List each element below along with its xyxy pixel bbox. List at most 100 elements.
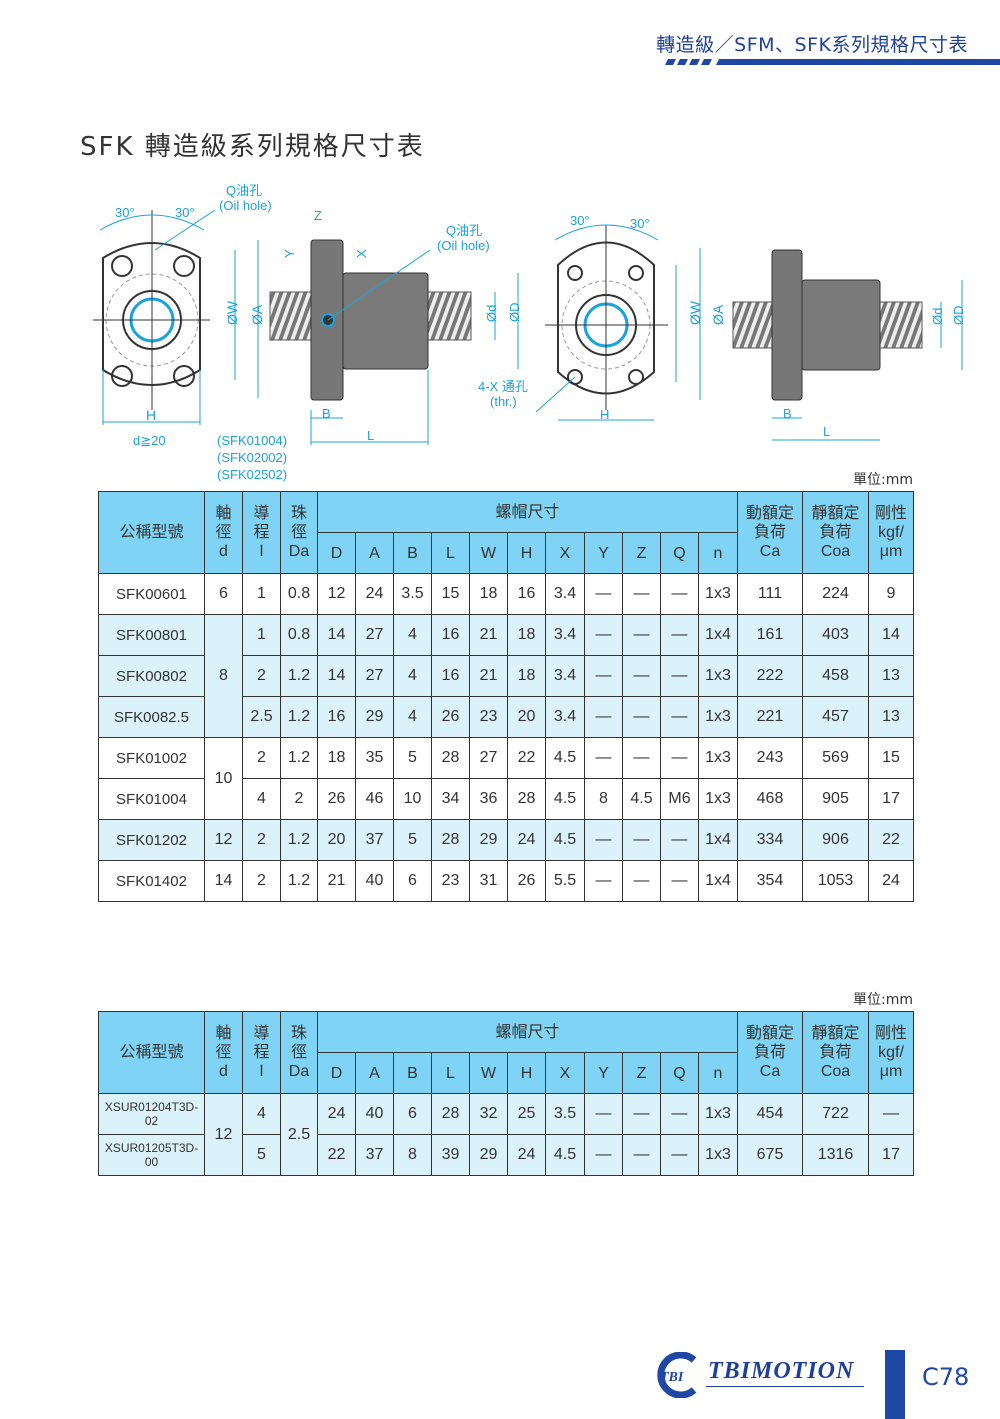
value-cell: 4.5 — [622, 778, 661, 820]
col-header-rigidity-line: kgf/ — [878, 524, 904, 541]
value-cell: 24 — [507, 819, 546, 861]
value-cell: 675 — [737, 1134, 803, 1176]
value-cell: 569 — [802, 737, 869, 779]
value-cell: 20 — [507, 696, 546, 738]
value-cell: — — [622, 819, 661, 861]
col-header-D: D — [317, 1052, 356, 1094]
col-header-ball-dia-line: 徑 — [290, 524, 307, 541]
col-header-shaft-d-line: 徑 — [215, 524, 232, 541]
col-header-Q: Q — [660, 1052, 699, 1094]
dim-X: X — [354, 249, 369, 258]
value-cell: — — [660, 819, 699, 861]
value-cell: 1x3 — [698, 696, 738, 738]
value-cell: 2 — [242, 655, 281, 697]
col-header-shaft-d-line: d — [219, 543, 228, 560]
value-cell: 1.2 — [280, 737, 318, 779]
value-cell: 1.2 — [280, 819, 318, 861]
value-cell: 27 — [469, 737, 508, 779]
value-cell: 6 — [393, 1093, 432, 1135]
lead-cell: 4 — [242, 1093, 281, 1135]
unit-label: 單位:mm — [853, 992, 913, 1008]
value-cell: 3.4 — [545, 696, 585, 738]
value-cell: 111 — [737, 573, 803, 615]
value-cell: 21 — [469, 655, 508, 697]
col-header-lead-line: l — [259, 543, 264, 560]
value-cell: 22 — [868, 819, 914, 861]
dim-A: ØA — [249, 304, 265, 325]
value-cell: 24 — [355, 573, 394, 615]
value-cell: 24 — [507, 1134, 546, 1176]
nut-dimension-drawing: 30° 30° Q油孔 (Oil hole) ØW ØA H d≧20 (SFK… — [93, 183, 966, 482]
col-header-static-load-line: 靜額定 — [811, 1025, 860, 1042]
col-header-static-load-line: Coa — [820, 1063, 851, 1080]
value-cell: — — [584, 573, 623, 615]
col-header-W: W — [469, 1052, 508, 1094]
col-header-rigidity-line: μm — [879, 1063, 903, 1080]
value-cell: 3.5 — [545, 1093, 585, 1135]
shaft-d-cell: 14 — [204, 860, 243, 902]
value-cell: 2 — [242, 860, 281, 902]
value-cell: 1.2 — [280, 860, 318, 902]
value-cell: 22 — [317, 1134, 356, 1176]
col-header-n: n — [698, 532, 738, 574]
value-cell: 3.5 — [393, 573, 432, 615]
value-cell: 0.8 — [280, 614, 318, 656]
col-header-H: H — [507, 532, 546, 574]
col-header-nut-dims: 螺帽尺寸 — [317, 491, 738, 533]
value-cell: 457 — [802, 696, 869, 738]
col-header-dynamic-load-line: 動額定 — [745, 505, 794, 522]
col-header-lead-line: 程 — [253, 524, 270, 541]
col-header-B: B — [393, 1052, 432, 1094]
value-cell: 35 — [355, 737, 394, 779]
col-header-ball-dia-line: Da — [288, 543, 310, 560]
dim-H: H — [146, 407, 156, 423]
dim-L: L — [823, 424, 830, 439]
value-cell: 29 — [355, 696, 394, 738]
oil-hole-label-en: (Oil hole) — [219, 198, 272, 213]
model-cell: XSUR01204T3D-02 — [98, 1093, 205, 1135]
col-header-ball-dia-line: 徑 — [290, 1044, 307, 1061]
col-header-B: B — [393, 532, 432, 574]
value-cell: 1x3 — [698, 778, 738, 820]
value-cell: 1316 — [802, 1134, 869, 1176]
col-header-W: W — [469, 532, 508, 574]
value-cell: 1x3 — [698, 737, 738, 779]
value-cell: 722 — [802, 1093, 869, 1135]
model-cell: SFK01002 — [98, 737, 205, 779]
value-cell: 8 — [393, 1134, 432, 1176]
value-cell: 14 — [317, 614, 356, 656]
model-note: (SFK02502) — [217, 467, 287, 482]
model-cell: SFK01004 — [98, 778, 205, 820]
angle-label: 30° — [630, 216, 650, 231]
value-cell: 28 — [431, 819, 470, 861]
col-header-ball-dia-line: Da — [288, 1063, 310, 1080]
value-cell: 222 — [737, 655, 803, 697]
value-cell: 4 — [393, 696, 432, 738]
tbi-logo: TBI — [657, 1352, 697, 1398]
model-note: (SFK01004) — [217, 433, 287, 448]
value-cell: 1x3 — [698, 573, 738, 615]
value-cell: — — [584, 737, 623, 779]
shaft-d-cell: 12 — [204, 819, 243, 861]
col-header-rigidity-line: 剛性 — [874, 505, 907, 522]
dim-d: Ød — [484, 305, 499, 322]
value-cell: 15 — [431, 573, 470, 615]
col-header-static-load-line: Coa — [820, 543, 851, 560]
col-header-dynamic-load-line: 負荷 — [753, 1044, 786, 1061]
col-header-shaft-d-line: d — [219, 1063, 228, 1080]
col-header-A: A — [355, 1052, 394, 1094]
value-cell: 27 — [355, 655, 394, 697]
value-cell: — — [584, 696, 623, 738]
col-header-dynamic-load-line: 動額定 — [745, 1025, 794, 1042]
dim-H: H — [600, 407, 609, 422]
value-cell: 20 — [317, 819, 356, 861]
value-cell: — — [622, 860, 661, 902]
value-cell: 3.4 — [545, 573, 585, 615]
brand-name: TBIMOTION — [708, 1358, 855, 1384]
